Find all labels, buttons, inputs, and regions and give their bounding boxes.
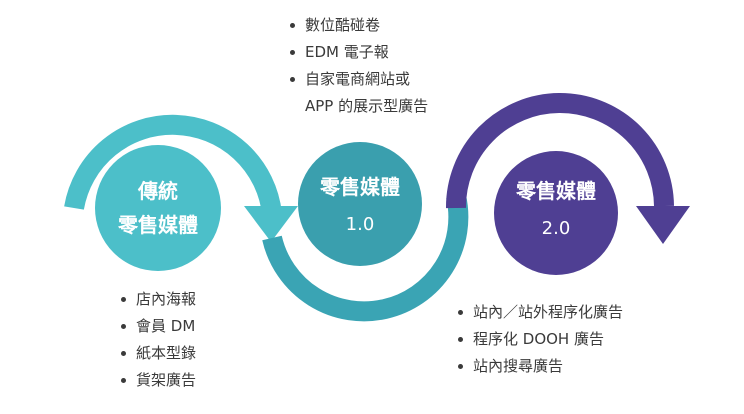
arrowhead-right [636, 206, 690, 244]
list-item: 紙本型錄 [118, 340, 196, 367]
list-item: 程序化 DOOH 廣告 [455, 326, 623, 353]
list-item: 店內海報 [118, 286, 196, 313]
traditional-line1: 傳統 [137, 179, 178, 203]
list-item: 站內／站外程序化廣告 [455, 299, 623, 326]
list-traditional-channels: 店內海報 會員 DM 紙本型錄 貨架廣告 [118, 286, 196, 394]
v2-version: 2.0 [542, 218, 571, 239]
arrow-arc-right [445, 93, 674, 209]
arrow-arc-middle [262, 193, 469, 322]
circle-retail-media-v1 [298, 142, 422, 266]
list-item: 站內搜尋廣告 [455, 353, 623, 380]
list-item: 會員 DM [118, 313, 196, 340]
list-item-continuation: APP 的展示型廣告 [305, 97, 429, 115]
traditional-line2: 零售媒體 [117, 213, 198, 237]
circle-traditional [95, 145, 221, 271]
v2-title: 零售媒體 [515, 179, 596, 203]
v1-title: 零售媒體 [319, 175, 400, 199]
arrowhead-left [244, 206, 298, 242]
list-item: EDM 電子報 [287, 39, 428, 66]
list-v1-channels: 數位酷碰卷 EDM 電子報 自家電商網站或 APP 的展示型廣告 [287, 12, 428, 120]
list-item: 自家電商網站或 [287, 66, 428, 93]
v1-version: 1.0 [346, 214, 375, 235]
arrow-arc-left [64, 114, 282, 216]
list-v2-channels: 站內／站外程序化廣告 程序化 DOOH 廣告 站內搜尋廣告 [455, 299, 623, 380]
list-item: 貨架廣告 [118, 367, 196, 394]
list-item: 數位酷碰卷 [287, 12, 428, 39]
circle-retail-media-v2 [494, 151, 618, 275]
